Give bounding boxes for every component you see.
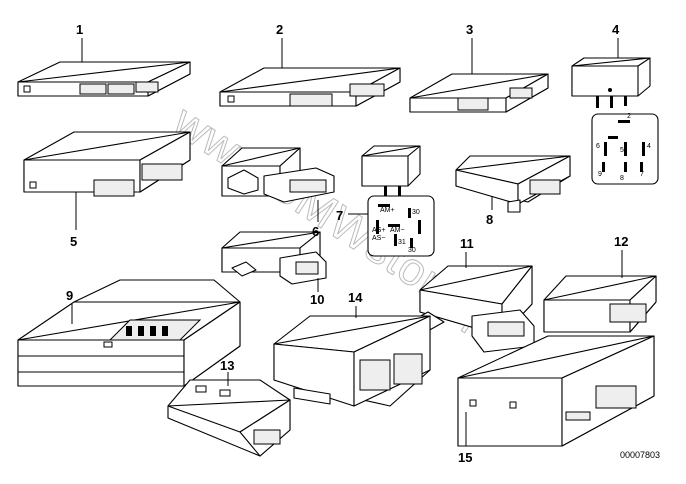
part-5-control-unit xyxy=(23,131,191,197)
reference-code: 00007803 xyxy=(620,450,660,460)
relay-7-pin-as-plus: AS+ xyxy=(372,227,385,234)
part-number-6: 6 xyxy=(312,224,319,239)
part-number-14: 14 xyxy=(348,290,363,305)
part-number-1: 1 xyxy=(76,22,83,37)
relay-4-pin-6: 6 xyxy=(596,143,600,150)
part-number-3: 3 xyxy=(466,22,473,37)
part-1-control-unit xyxy=(17,61,191,97)
part-number-13: 13 xyxy=(220,358,234,373)
relay-4-pin-7: 7 xyxy=(640,171,644,178)
part-9-module xyxy=(17,279,241,387)
part-6-control-unit xyxy=(221,147,335,203)
part-3-control-unit xyxy=(409,73,549,113)
part-15-control-unit xyxy=(457,335,655,447)
relay-7-pin-am-plus: AM+ xyxy=(380,207,395,214)
part-number-8: 8 xyxy=(486,212,493,227)
part-number-4: 4 xyxy=(612,22,620,37)
part-number-12: 12 xyxy=(614,234,628,249)
part-4-relay xyxy=(571,57,659,185)
relay-4-pin-9: 9 xyxy=(598,171,602,178)
part-number-2: 2 xyxy=(276,22,283,37)
relay-4-pin-4: 4 xyxy=(647,143,651,150)
part-12-module xyxy=(543,275,657,333)
relay-7-pin-as-minus: AS− xyxy=(372,235,385,242)
part-13-module xyxy=(167,379,291,457)
part-2-control-unit xyxy=(219,67,401,107)
part-number-11: 11 xyxy=(460,236,474,251)
relay-4-pin-8: 8 xyxy=(620,175,624,182)
part-number-5: 5 xyxy=(70,234,77,249)
part-8-module xyxy=(455,155,571,213)
part-10-control-unit xyxy=(221,231,327,285)
part-number-15: 15 xyxy=(458,450,472,465)
part-number-10: 10 xyxy=(310,292,324,307)
part-number-9: 9 xyxy=(66,288,73,303)
relay-7-pin-31: 31 xyxy=(398,239,406,246)
relay-7-pin-30-top: 30 xyxy=(412,209,420,216)
relay-7-pin-30-bottom: 30 xyxy=(408,247,416,254)
relay-4-pin-2: 2 xyxy=(627,113,631,120)
relay-4-pin-5: 5 xyxy=(620,147,624,154)
part-7-relay xyxy=(361,145,435,257)
part-14-control-unit xyxy=(273,315,431,407)
relay-7-pin-am-minus: AM− xyxy=(390,227,405,234)
part-number-7: 7 xyxy=(336,208,343,223)
